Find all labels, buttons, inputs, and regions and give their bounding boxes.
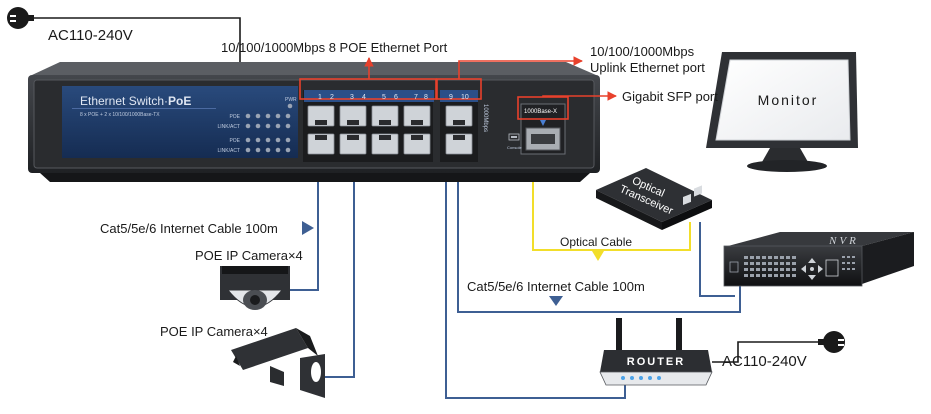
switch-front-panel xyxy=(62,86,298,158)
switch-top xyxy=(32,62,596,75)
cable-transceiver-nvr xyxy=(699,222,735,297)
led-block xyxy=(245,103,293,153)
rj45-port xyxy=(403,105,431,127)
led-label-link-2: LINK/ACT xyxy=(217,148,240,154)
pwr-label: PWR xyxy=(285,97,297,103)
led-label-poe-1: POE xyxy=(229,114,240,120)
uplink-label-line2: Uplink Ethernet port xyxy=(590,60,705,75)
port-number: 8 xyxy=(424,94,428,101)
power-plug-right xyxy=(818,331,845,353)
router-label: ROUTER xyxy=(627,356,685,368)
optical-cable-label: Optical Cable xyxy=(560,235,632,249)
port-number: 9 xyxy=(449,94,453,101)
power-label-top: AC110-240V xyxy=(48,27,133,44)
optical-cable-arrow xyxy=(592,251,604,261)
cable-to-nvr xyxy=(457,145,741,313)
router-led xyxy=(630,376,634,380)
rj45-port xyxy=(371,133,399,155)
uplink-side-text: 1000Mbps xyxy=(482,104,488,132)
port-numbers: 1 2 3 4 5 6 7 8 9 10 xyxy=(318,94,469,101)
cable-label-left: Cat5/5e/6 Internet Cable 100m xyxy=(100,221,278,236)
router-led xyxy=(648,376,652,380)
transceiver-port xyxy=(694,185,702,197)
rj45-port xyxy=(371,105,399,127)
dome-camera xyxy=(220,266,290,310)
rj45-port xyxy=(339,133,367,155)
sfp-label: Gigabit SFP port xyxy=(622,89,718,104)
nvr-keypad xyxy=(744,256,796,277)
port-number: 1 xyxy=(318,94,322,101)
port-number: 4 xyxy=(362,94,366,101)
console-text: Console xyxy=(507,145,522,150)
router-led xyxy=(639,376,643,380)
rj45-uplink-port xyxy=(445,133,473,155)
rj45-port xyxy=(339,105,367,127)
rj45-port xyxy=(307,105,335,127)
ethernet-switch xyxy=(28,56,617,182)
port-number: 5 xyxy=(382,94,386,101)
port-number: 7 xyxy=(414,94,418,101)
sfp-callout-arrow xyxy=(542,91,617,101)
dome-camera-label: POE IP Camera×4 xyxy=(195,248,303,263)
power-plug-top xyxy=(7,7,34,29)
cable-to-bullet-camera xyxy=(325,162,355,378)
sfp-port xyxy=(520,103,566,155)
optical-transceiver xyxy=(596,168,712,230)
router-led xyxy=(621,376,625,380)
pwr-led xyxy=(287,103,293,109)
cable-label-center: Cat5/5e/6 Internet Cable 100m xyxy=(467,279,645,294)
console-icon xyxy=(508,133,520,141)
poe-port-label: 10/100/1000Mbps 8 POE Ethernet Port xyxy=(221,40,448,55)
cable-to-router xyxy=(445,145,626,399)
cable-center-arrow xyxy=(549,296,563,306)
led-label-link-1: LINK/ACT xyxy=(217,124,240,130)
port-number: 6 xyxy=(394,94,398,101)
port-number: 2 xyxy=(330,94,334,101)
rj45-port xyxy=(403,133,431,155)
uplink-label-line1: 10/100/1000Mbps xyxy=(590,44,695,59)
nvr-label: NVR xyxy=(828,235,859,247)
bullet-camera xyxy=(231,328,325,398)
switch-brand: Ethernet Switch·PoE xyxy=(80,94,191,108)
router-led xyxy=(657,376,661,380)
port-number: 10 xyxy=(461,94,469,101)
poe-ports-highlight xyxy=(299,78,437,100)
led-label-poe-2: POE xyxy=(229,138,240,144)
nvr-dpad xyxy=(801,258,823,280)
power-cord-top xyxy=(32,17,241,62)
monitor xyxy=(706,52,858,172)
nvr-disc-slot xyxy=(729,261,739,273)
uplink-ports xyxy=(440,90,478,162)
power-cord-right xyxy=(712,341,822,363)
power-label-right: AC110-240V xyxy=(722,353,807,370)
port-number: 3 xyxy=(350,94,354,101)
rj45-port xyxy=(307,133,335,155)
rj45-uplink-port xyxy=(445,105,473,127)
sfp-port-text: 1000Base-X xyxy=(524,109,557,115)
nvr xyxy=(723,232,914,287)
switch-subtitle: 8 x POE + 2 x 10/100/1000Base-TX xyxy=(80,112,160,118)
bullet-camera-label: POE IP Camera×4 xyxy=(160,324,268,339)
transceiver-port xyxy=(683,193,691,206)
router xyxy=(599,318,713,386)
optical-cable xyxy=(532,150,691,251)
monitor-label: Monitor xyxy=(758,92,819,108)
cable-left-arrow xyxy=(302,221,314,235)
ethernet-cables xyxy=(32,17,822,399)
uplink-callout-arrow xyxy=(458,56,583,79)
sfp-indicator-icon xyxy=(540,120,546,126)
